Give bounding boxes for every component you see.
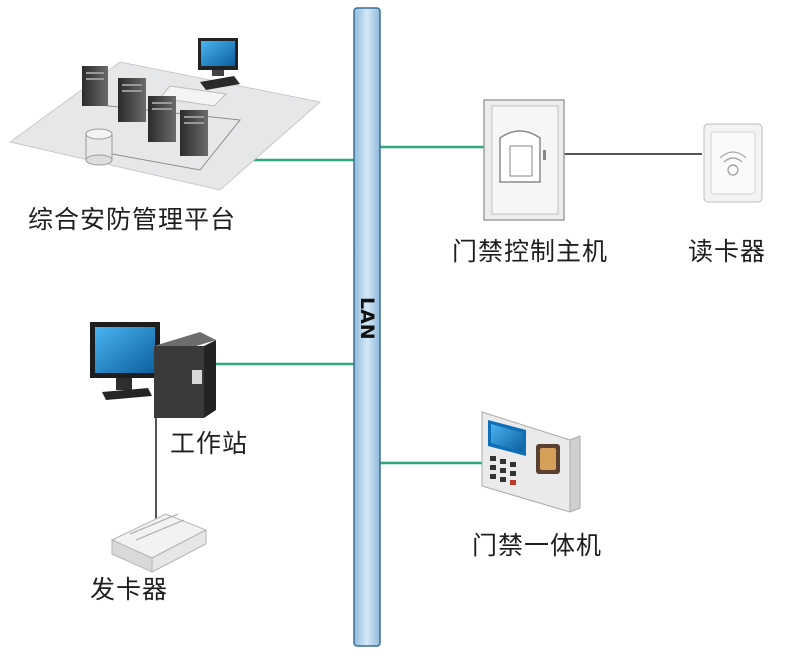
server-icon [180, 110, 208, 156]
platform-illustration [8, 38, 322, 191]
controller-illustration [483, 99, 565, 221]
lan-bus [353, 7, 381, 647]
pc-tower-icon [154, 332, 216, 418]
card-issuer-illustration [110, 513, 208, 573]
access-terminal-label: 门禁一体机 [472, 531, 603, 560]
keypad-icon [490, 456, 516, 485]
database-icon [85, 128, 113, 166]
server-icon [148, 96, 176, 142]
workstation-label: 工作站 [170, 429, 249, 458]
platform-label: 综合安防管理平台 [28, 205, 237, 234]
lan-label: LAN [356, 296, 378, 340]
card-issuer-label: 发卡器 [90, 575, 169, 604]
rfid-icon [719, 151, 747, 176]
card-reader-illustration [703, 123, 763, 203]
server-icon [82, 66, 108, 106]
controller-label: 门禁控制主机 [452, 237, 609, 266]
monitor-icon [90, 322, 160, 400]
card-reader-label: 读卡器 [688, 237, 767, 266]
fingerprint-icon [536, 444, 560, 474]
access-terminal-illustration [481, 411, 581, 513]
workstation-illustration [90, 322, 216, 418]
server-icon [118, 78, 146, 122]
